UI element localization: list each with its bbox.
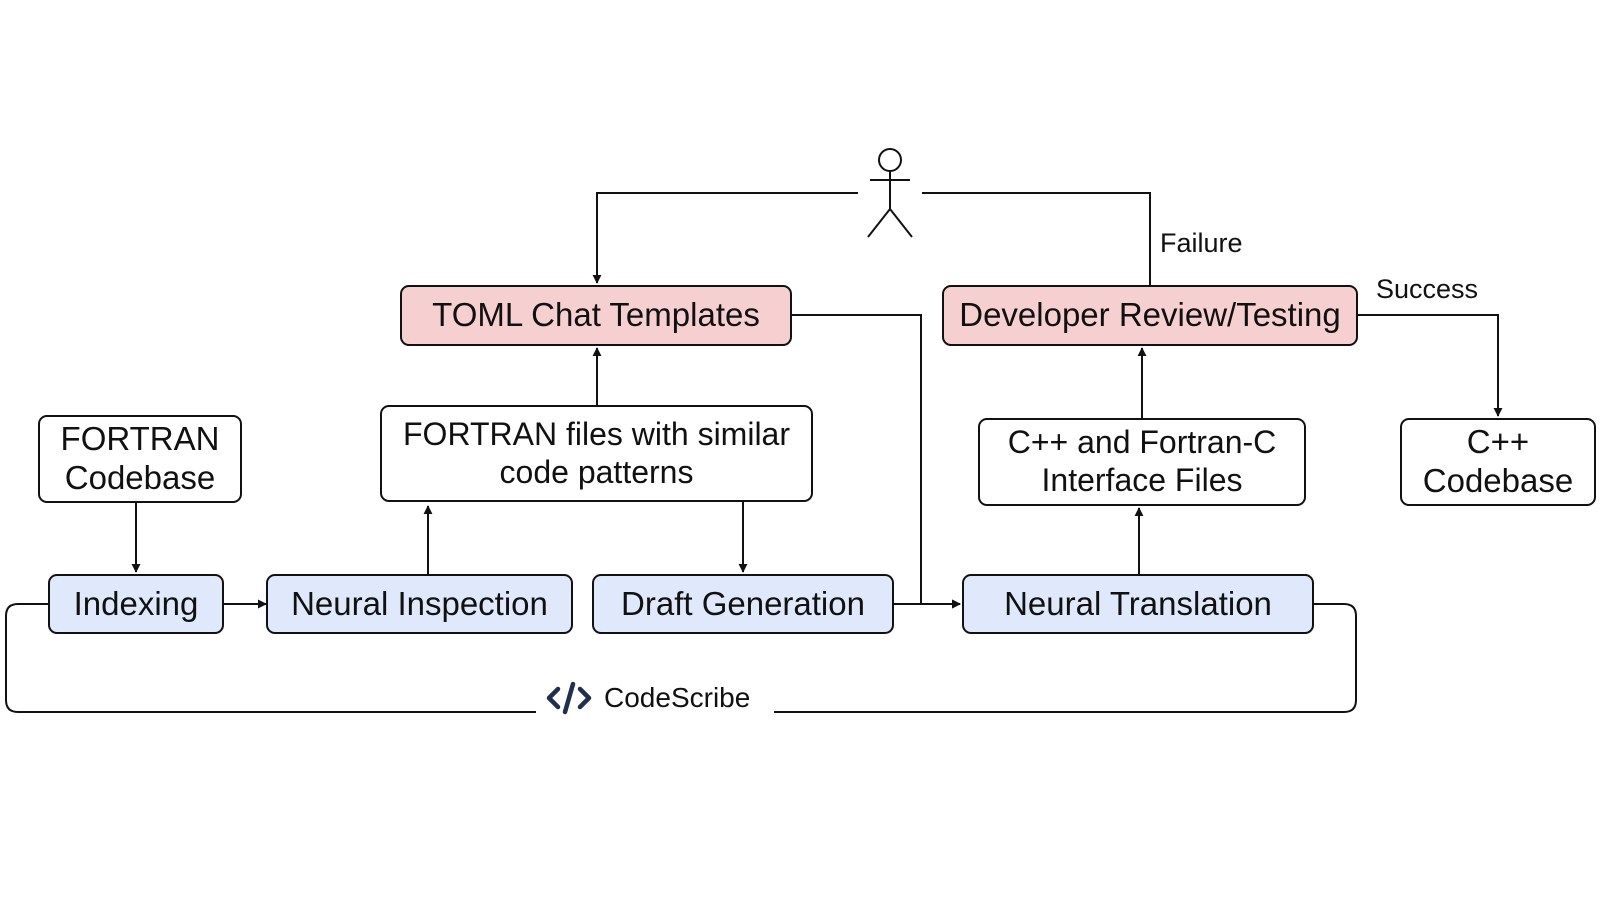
codescribe-enclosure-right: [774, 603, 1357, 713]
indexing-label: Indexing: [73, 584, 199, 622]
neural-inspection-label: Neural Inspection: [291, 584, 548, 622]
stick-figure-icon: [858, 148, 922, 238]
cpp-codebase-label: C++ Codebase: [1422, 423, 1574, 499]
neural-translation-node: Neural Translation: [962, 574, 1314, 634]
codescribe-name: CodeScribe: [604, 682, 751, 713]
draft-generation-node: Draft Generation: [592, 574, 894, 634]
toml-templates-node: TOML Chat Templates: [400, 285, 792, 346]
codescribe-enclosure: [5, 603, 536, 713]
developer-review-label: Developer Review/Testing: [959, 296, 1341, 334]
failure-label: Failure: [1160, 228, 1243, 258]
fortran-codebase-label: FORTRAN Codebase: [60, 420, 220, 496]
similar-files-label: FORTRAN files with similar code patterns: [403, 415, 790, 490]
fortran-codebase-node: FORTRAN Codebase: [38, 415, 242, 503]
similar-files-node: FORTRAN files with similar code patterns: [380, 405, 813, 502]
arrow-review-success-to-cpp: [1358, 314, 1503, 417]
toml-templates-label: TOML Chat Templates: [432, 296, 760, 334]
interface-files-node: C++ and Fortran-C Interface Files: [978, 418, 1306, 506]
codescribe-brand: CodeScribe: [536, 676, 761, 720]
code-icon: [546, 681, 592, 715]
cpp-codebase-node: C++ Codebase: [1400, 418, 1596, 506]
arrow-toml-to-translation: [792, 314, 961, 609]
indexing-node: Indexing: [48, 574, 224, 634]
developer-review-node: Developer Review/Testing: [942, 285, 1358, 346]
interface-files-label: C++ and Fortran-C Interface Files: [1007, 424, 1277, 498]
neural-inspection-node: Neural Inspection: [266, 574, 573, 634]
draft-generation-label: Draft Generation: [621, 584, 865, 622]
success-label: Success: [1376, 274, 1479, 304]
neural-translation-label: Neural Translation: [1004, 584, 1272, 622]
